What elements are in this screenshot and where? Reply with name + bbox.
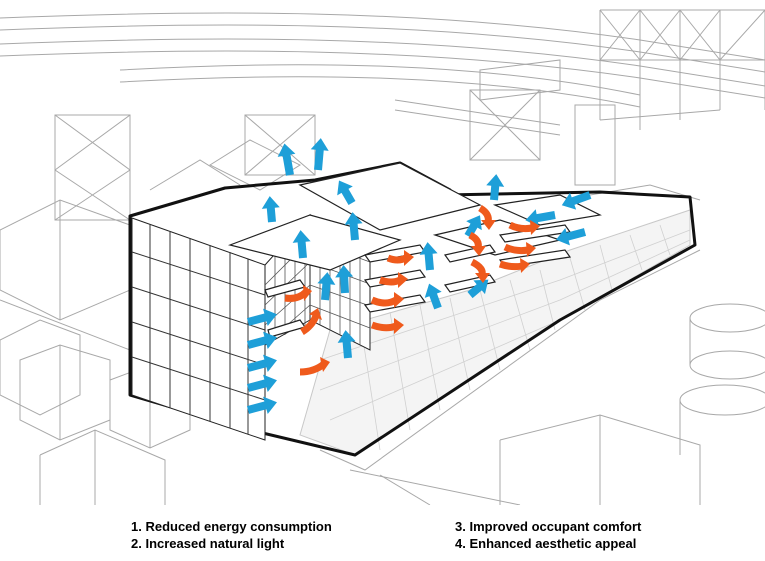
left-facade-grid (131, 224, 266, 434)
circulation-arrow (284, 285, 312, 302)
intake-arrow (246, 396, 277, 415)
exhaust-arrow (424, 283, 442, 310)
circulation-arrow (370, 318, 404, 334)
city-context (0, 9, 765, 505)
circulation-arrow (498, 258, 530, 273)
intake-arrow (464, 215, 482, 238)
exhaust-arrow (317, 272, 336, 301)
exhaust-arrow (419, 242, 438, 271)
building (128, 161, 697, 457)
ventilation-diagram (0, 9, 765, 505)
legend-item-1: 1. Reduced energy consumption (131, 519, 332, 534)
legend-left: 1. Reduced energy consumption 2. Increas… (131, 518, 332, 552)
intake-arrow (561, 191, 592, 210)
exhaust-arrow (344, 212, 363, 241)
exhaust-arrow (261, 196, 280, 223)
intake-arrow (467, 279, 489, 299)
intake-arrow (246, 331, 277, 350)
exhaust-arrow (337, 330, 356, 359)
left-facade (131, 217, 266, 441)
exhaust-arrow (486, 174, 505, 201)
exhaust-arrow (310, 138, 329, 171)
legend-item-3: 3. Improved occupant comfort (455, 519, 642, 534)
exhaust-arrow (292, 230, 311, 259)
intake-arrow (246, 308, 277, 327)
circulation-arrow (370, 292, 404, 308)
exhaust-arrow (277, 143, 296, 176)
circulation-arrow (508, 220, 540, 235)
circulation-arrow (378, 272, 408, 288)
circulation-arrow (299, 357, 330, 376)
intake-arrow (556, 227, 587, 246)
circulation-arrow (468, 231, 486, 256)
exhaust-arrow (335, 265, 354, 294)
circulation-arrow (470, 258, 490, 283)
intake-arrow (246, 354, 277, 373)
building-outline (128, 161, 697, 457)
glass-grid (319, 224, 691, 451)
circulation-arrow (300, 308, 322, 336)
glass-curtain (299, 209, 691, 456)
legend-right: 3. Improved occupant comfort 4. Enhanced… (455, 518, 641, 552)
exhaust-arrow (337, 180, 356, 205)
circulation-arrow (478, 204, 496, 230)
circulation-arrow (503, 242, 536, 257)
circulation-arrow (386, 250, 414, 266)
legend-item-2: 2. Increased natural light (131, 536, 285, 551)
intake-arrow (246, 374, 277, 393)
legend-item-4: 4. Enhanced aesthetic appeal (455, 536, 637, 551)
